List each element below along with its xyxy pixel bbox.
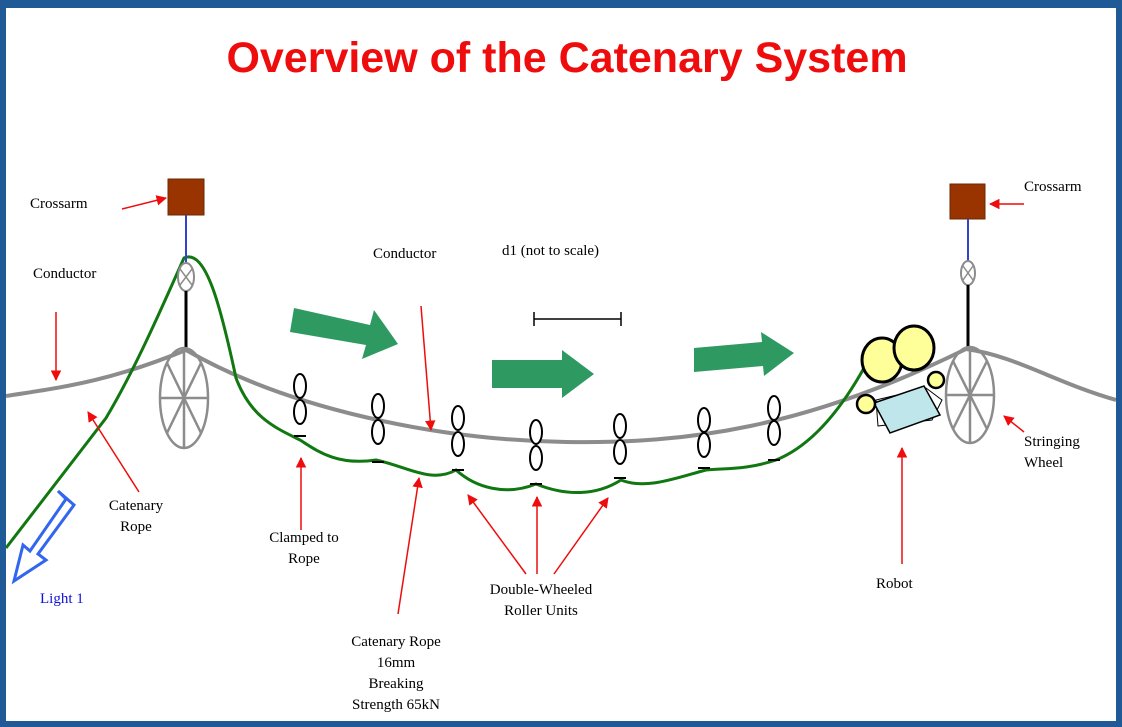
roller-unit [697,407,711,469]
d1-scale-bar [533,312,622,326]
robot-wheel [855,393,877,415]
robot-body [872,385,942,434]
left-stringing-wheel [158,346,210,450]
conductor-left-label: Conductor [33,266,97,282]
direction-arrow-icon [492,350,594,398]
crossarm-left-pointer [121,195,168,210]
catenary-rope [6,255,866,549]
roller-unit [293,373,307,437]
catenary-rope-pointer [87,411,140,493]
roller-unit [613,413,627,479]
right-crossarm [949,183,986,220]
right-tower [944,183,996,445]
left-crossarm [167,178,205,216]
right-stringing-wheel [944,345,996,445]
direction-arrows [290,308,794,398]
robot-wheel [892,324,936,372]
light-arrow-icon [11,489,77,585]
robot-label: Robot [876,576,913,592]
left-insulator [177,262,195,292]
stringing-wheel-pointer [1003,415,1025,433]
roller-unit [767,395,781,461]
crossarm-left-label: Crossarm [30,196,88,212]
direction-arrow-icon [694,332,794,376]
light-label: Light 1 [40,591,84,607]
right-insulator [960,260,976,286]
page-title: Overview of the Catenary System [226,34,908,82]
roller-unit [371,393,385,463]
roller-pointer-1 [467,494,527,575]
rope-spec-pointer [397,476,423,615]
conductor-mid-label: Conductor [373,246,437,262]
crossarm-right-label: Crossarm [1024,179,1082,195]
catenary-diagram [6,178,1116,615]
roller-unit [451,405,465,471]
left-tower [158,178,210,450]
direction-arrow-icon [290,308,398,359]
conductor-mid-pointer [420,305,436,432]
robot [855,324,946,434]
pointer-arrows [50,195,1025,615]
d1-label: d1 (not to scale) [502,243,600,259]
roller-units [293,373,781,485]
roller-pointer-3 [553,497,609,575]
roller-unit [529,419,543,485]
robot-wheel [926,370,946,390]
slide: Overview of the Catenary System Crossarm… [6,8,1116,721]
